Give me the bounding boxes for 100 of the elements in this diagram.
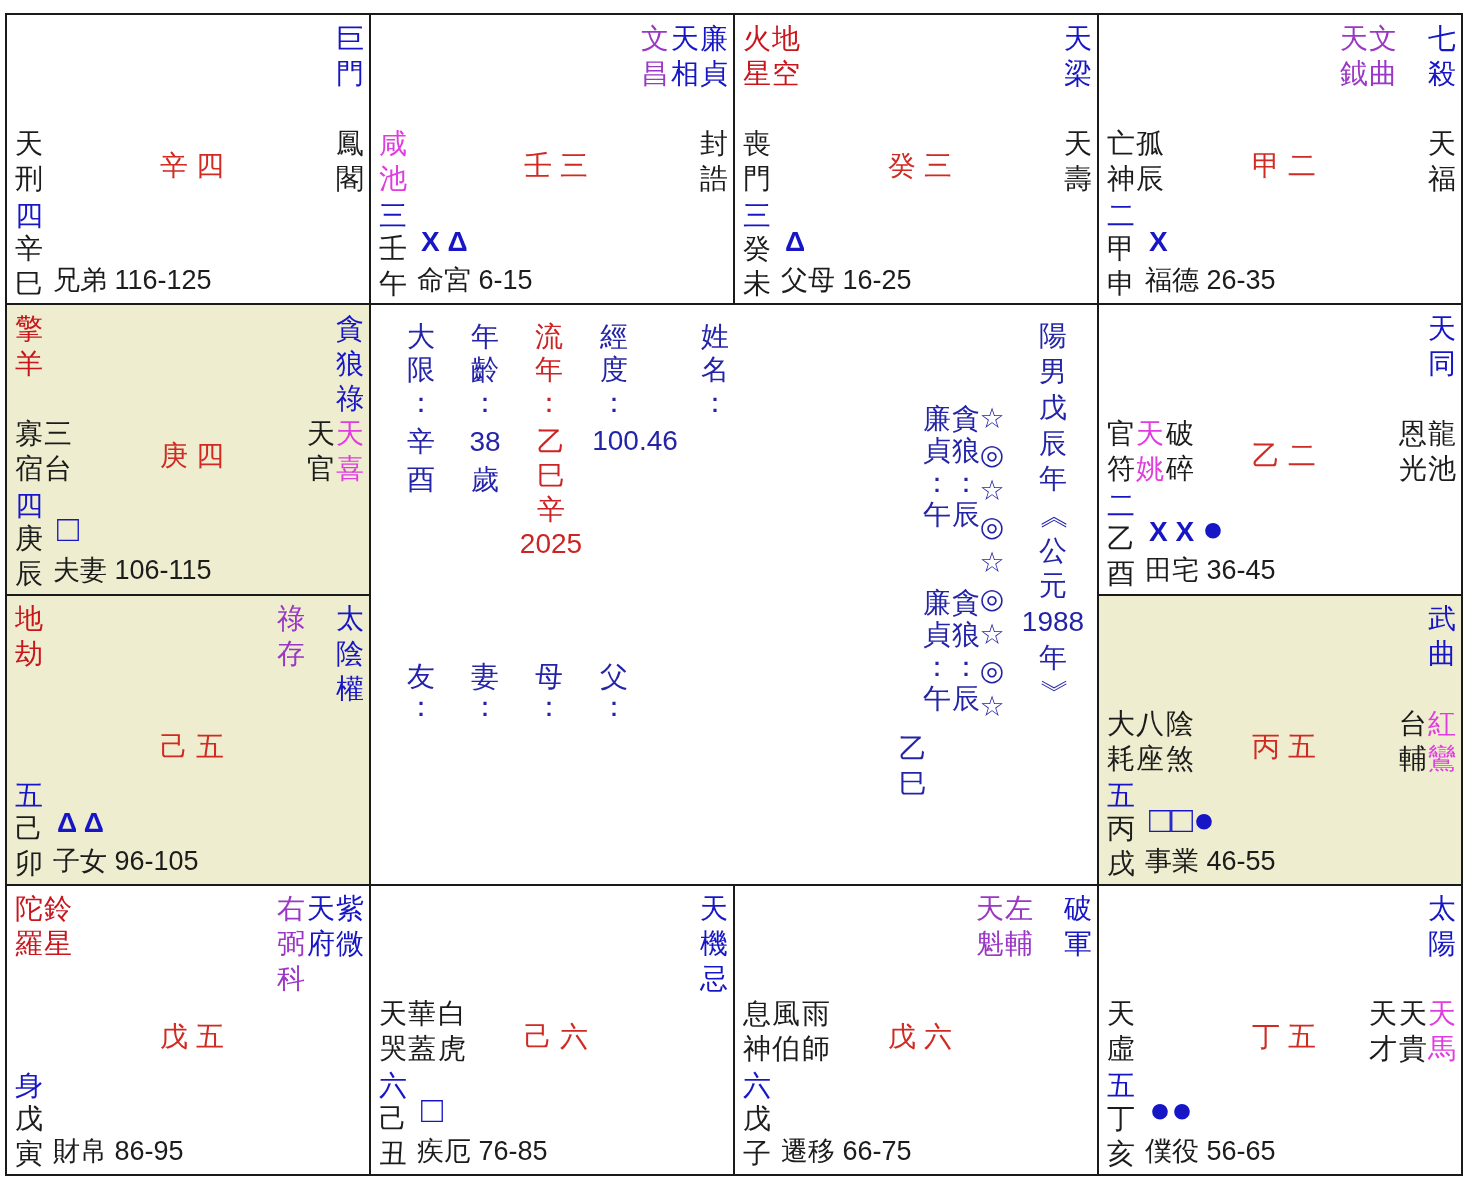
minor-star-name: 天哭 [379,997,407,1067]
stem-branch-label: 丙戌 [1107,812,1135,881]
info-label: 妻： [471,662,499,723]
info-label: 流年： [535,319,563,419]
stem-branch-label: 壬午 [379,231,407,301]
minor-star-name: 龍池 [1428,416,1456,486]
marker-symbols: Δ Δ [57,805,104,840]
marker-symbols: □ [421,1095,443,1130]
minor-star-name: 天壽 [1064,126,1092,196]
star-name: 鈴星 [44,892,73,962]
minor-star-name: 封誥 [700,126,728,196]
minor-star-name: 華蓋 [408,997,437,1067]
minor-star-name: 風伯 [772,997,801,1067]
stem-label: 戊 五 [160,1019,224,1054]
minor-star-name: 天馬 [1428,997,1456,1067]
star-name: 擎羊 [15,311,43,381]
stem-label: 丁 五 [1252,1019,1316,1054]
info-label: 大限： [407,319,435,419]
palace-cell [1097,13,1463,306]
star-column: 廉貞：午 [923,587,951,716]
star-name: 祿存 [277,602,306,671]
minor-star-name: 白虎 [437,997,466,1067]
palace-label: 遷移 66-75 [781,1134,912,1167]
info-value: 38歲 [469,425,501,498]
minor-star-name: 天姚 [1136,416,1165,486]
minor-star-name: 三台 [44,416,73,486]
stem-label: 乙 二 [1252,439,1316,474]
stem-label: 辛 四 [160,149,224,183]
palace-label: 僕役 56-65 [1145,1134,1276,1167]
palace-cell [5,593,371,886]
star-column: 貪狼：辰 [952,403,980,532]
info-label: 母： [535,662,563,723]
info-label: 父： [600,662,628,723]
star-name: 火星 [743,21,771,91]
star-name: 文曲 [1369,21,1398,91]
minor-star-name: 息神 [743,997,771,1067]
palace-cell [1097,883,1463,1176]
star-column: 貪狼：辰 [952,587,980,716]
star-name: 太陽 [1428,892,1456,962]
star-name: 地劫 [15,602,43,671]
stem-branch-label: 甲申 [1107,231,1135,301]
body-palace-label: 身 [15,1070,43,1102]
minor-star-name: 雨師 [801,997,830,1067]
minor-star-name: 咸池 [379,126,407,196]
stem-label: 癸 三 [888,149,952,183]
minor-star-name: 鳳閣 [336,126,364,196]
stem-label: 己 六 [524,1019,588,1054]
stem-label: 庚 四 [160,439,224,474]
number-label: 六 [379,1070,407,1102]
minor-star-name: 天刑 [15,126,43,196]
minor-star-name: 天虛 [1107,997,1135,1067]
minor-star-name: 官符 [1107,416,1135,486]
number-label: 二 [1107,199,1135,231]
minor-star-name: 喪門 [743,126,771,196]
marker-symbols: □ [57,515,79,550]
star-name: 紫微 [336,892,364,962]
star-name: 文昌 [641,21,670,91]
minor-star-name: 寡宿 [15,416,43,486]
number-label: 六 [743,1070,771,1102]
palace-cell [5,883,371,1176]
star-name: 巨門 [336,21,364,91]
marker-symbols: X [1149,225,1168,259]
minor-star-name: 八座 [1136,707,1165,776]
marker-symbols: ●● [1149,1095,1193,1130]
number-label: 四 [15,199,43,231]
star-name: 天鉞 [1340,21,1369,91]
minor-star-name: 恩光 [1398,416,1427,486]
palace-label: 子女 96-105 [53,844,199,877]
minor-star-name: 天喜 [336,416,364,486]
info-value: 100.46 [592,424,678,459]
palace-label: 田宅 36-45 [1145,554,1276,587]
number-label: 五 [1107,780,1135,811]
minor-star-name: 破碎 [1165,416,1194,486]
stem-branch-label: 庚辰 [15,521,43,591]
number-label: 五 [1107,1070,1135,1102]
stem-branch-label: 戊寅 [15,1102,43,1172]
stem-label: 壬 三 [524,149,588,183]
info-value: 乙巳 [899,731,927,801]
number-label: 三 [743,199,771,231]
number-label: 二 [1107,489,1135,521]
palace-label: 父母 16-25 [781,263,912,297]
star-name: 太陰權 [336,602,364,706]
minor-star-name: 台輔 [1398,707,1427,776]
minor-star-name: 孤辰 [1136,126,1165,196]
star-name: 天梁 [1064,21,1092,91]
number-label: 五 [15,780,43,811]
palace-label: 財帛 86-95 [53,1134,184,1167]
star-name: 天相 [670,21,699,91]
stem-label: 甲 二 [1252,149,1316,183]
marker-symbols: □□● [1149,805,1215,840]
info-label: 經度： [600,319,628,419]
star-name: 破軍 [1064,892,1092,962]
stem-branch-label: 乙酉 [1107,521,1135,591]
info-label: 姓名： [701,319,729,419]
minor-star-name: 亡神 [1107,126,1135,196]
stem-branch-label: 丁亥 [1107,1102,1135,1172]
star-name: 地空 [772,21,801,91]
info-value: 乙巳辛2025 [519,425,583,562]
info-value: 辛酉 [407,425,435,498]
minor-star-name: 紅鸞 [1428,707,1456,776]
